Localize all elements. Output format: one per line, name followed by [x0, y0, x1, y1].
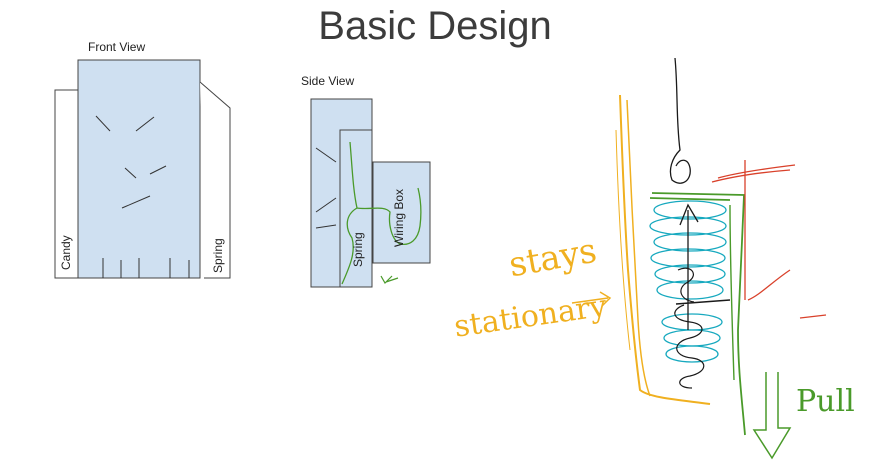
side-view-green-wire	[341, 141, 422, 285]
side-view-check-mark	[380, 275, 399, 284]
pull-label: Pull	[796, 384, 855, 419]
front-view-teeth	[102, 258, 190, 278]
red-frame	[711, 160, 827, 319]
hanging-string	[669, 57, 691, 184]
side-view-label: Side View	[301, 74, 355, 88]
pull-arrow	[752, 372, 792, 460]
stationary-wall	[619, 94, 711, 405]
note-arrow	[571, 291, 612, 307]
side-view-slits	[315, 147, 337, 229]
side-spring-label: Spring	[351, 232, 365, 267]
front-view-candy-panel	[54, 89, 80, 279]
wiring-box-label: Wiring Box	[392, 188, 406, 247]
candy-label: Candy	[59, 235, 73, 270]
front-view-slits	[95, 115, 167, 209]
front-view-body	[77, 59, 201, 279]
side-view-diagram	[310, 98, 431, 288]
slide-title: Basic Design	[318, 4, 552, 48]
front-view-diagram	[54, 59, 231, 279]
front-view-spring-panel	[199, 81, 231, 279]
front-spring-label: Spring	[211, 238, 225, 273]
front-view-label: Front View	[88, 40, 146, 54]
hand-sketch	[571, 57, 827, 460]
moving-wall	[737, 194, 746, 436]
inner-rod	[679, 203, 699, 330]
top-plate	[649, 192, 746, 201]
